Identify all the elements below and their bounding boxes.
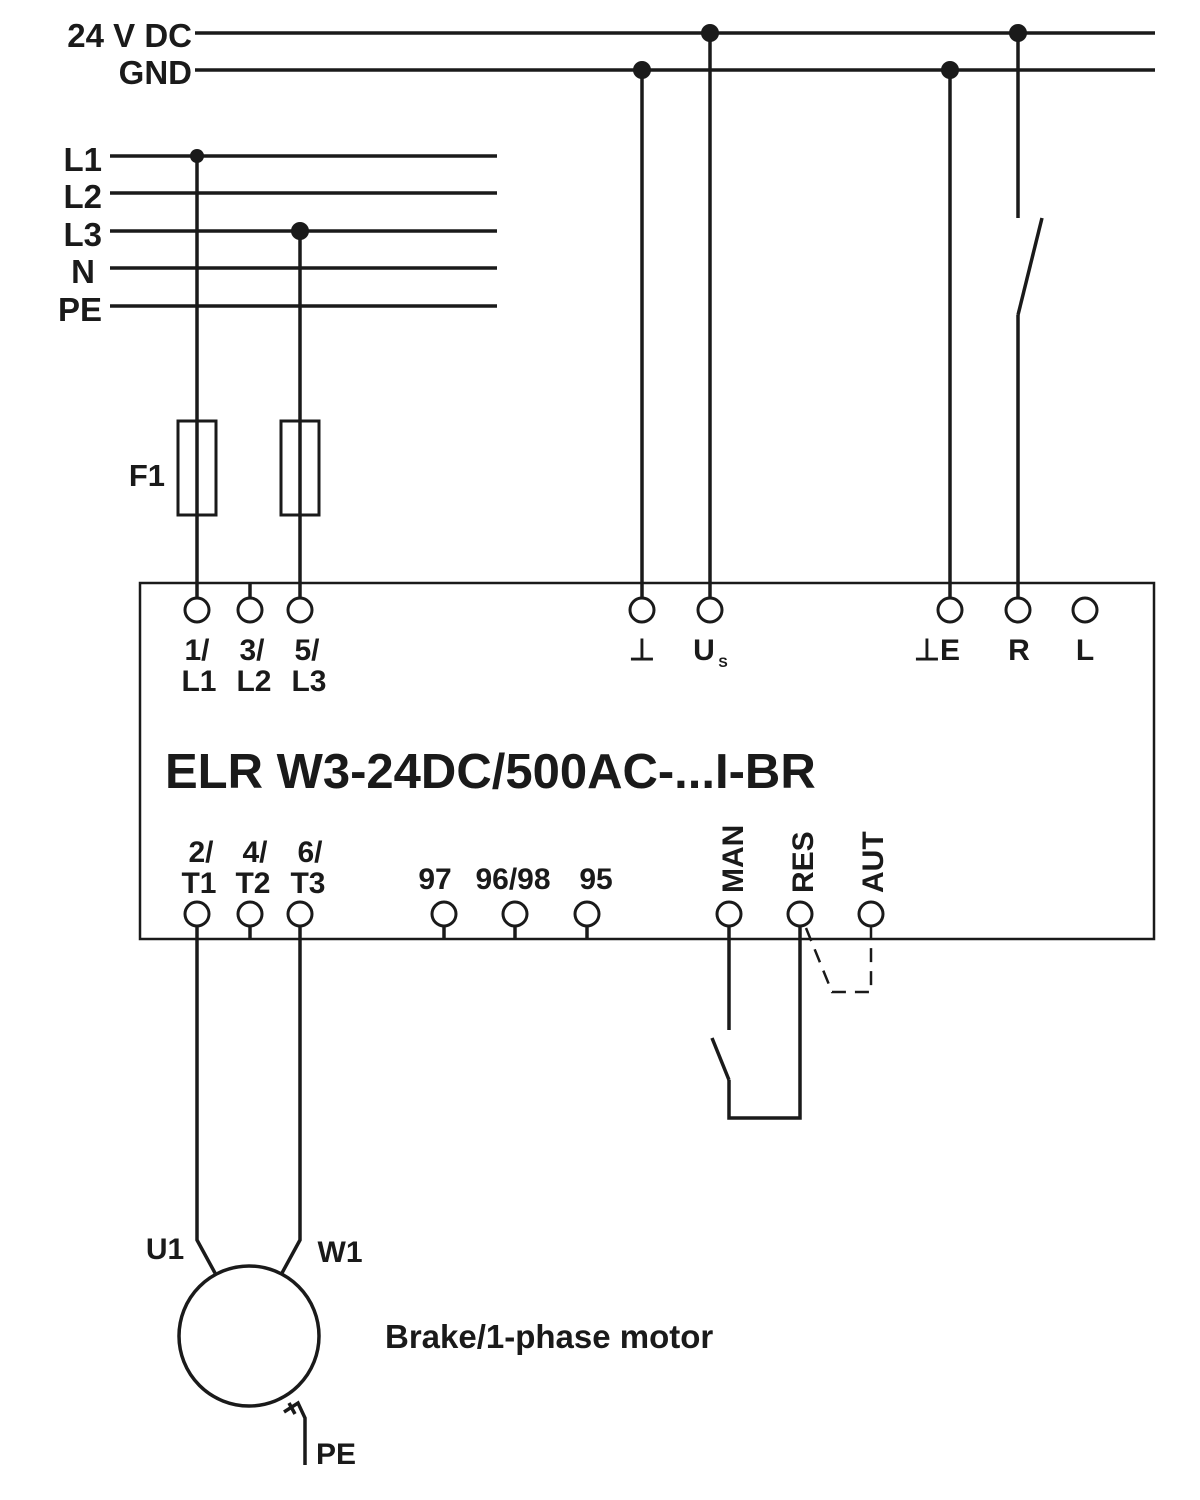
terminal-6-label-b: T3 xyxy=(290,867,325,900)
terminal-us xyxy=(696,596,724,624)
device-name: ELR W3-24DC/500AC-...I-BR xyxy=(165,745,816,799)
terminal-gnd xyxy=(628,596,656,624)
res-aut-jumper-dashed xyxy=(804,926,873,994)
terminal-gnd-label: ⊥ xyxy=(629,634,655,667)
terminal-5-l3 xyxy=(286,596,314,624)
terminal-man-label: MAN xyxy=(717,825,750,893)
terminal-5-label-a: 5/ xyxy=(294,634,320,667)
terminal-1-label-b: L1 xyxy=(181,665,216,698)
device-box xyxy=(138,581,1156,941)
mains-l1-label: L1 xyxy=(63,141,102,178)
motor-pe-label: PE xyxy=(316,1438,356,1471)
mains-pe-label: PE xyxy=(58,291,102,328)
terminal-us-subscript: S xyxy=(718,654,727,670)
terminal-r-label: R xyxy=(1008,634,1030,667)
man-reset-button-contact xyxy=(710,1037,731,1081)
terminal-l xyxy=(1071,596,1099,624)
terminal-6-label-a: 6/ xyxy=(297,836,323,869)
mains-n-label: N xyxy=(71,253,95,290)
motor-lead-w1 xyxy=(280,926,302,1274)
terminal-us-label: U xyxy=(693,634,715,667)
terminal-2-label-a: 2/ xyxy=(188,836,214,869)
terminal-r xyxy=(1004,596,1032,624)
terminal-res-label: RES xyxy=(787,831,820,893)
junction-gnd-2 xyxy=(941,61,959,79)
terminal-man xyxy=(715,900,743,928)
terminal-5-label-b: L3 xyxy=(291,665,326,698)
terminal-6-t3 xyxy=(286,900,314,928)
motor-symbol xyxy=(177,1264,321,1408)
switch-r-contact xyxy=(1016,217,1044,316)
terminal-aut xyxy=(857,900,885,928)
res-return-wire xyxy=(727,926,802,1120)
junction-l1 xyxy=(190,149,204,163)
terminal-4-t2 xyxy=(236,900,264,928)
terminal-3-label-b: L2 xyxy=(236,665,271,698)
motor-caption: Brake/1-phase motor xyxy=(385,1318,713,1355)
terminal-96-98 xyxy=(501,900,529,928)
terminal-1-l1 xyxy=(183,596,211,624)
fuse-label: F1 xyxy=(129,458,165,493)
motor-lead-u1 xyxy=(195,926,217,1274)
mains-l2-label: L2 xyxy=(63,178,102,215)
terminal-2-t1 xyxy=(183,900,211,928)
junction-l3 xyxy=(291,222,309,240)
terminal-96-98-label: 96/98 xyxy=(475,863,550,896)
terminal-3-label-a: 3/ xyxy=(239,634,265,667)
terminal-1-label-a: 1/ xyxy=(184,634,210,667)
terminal-95-label: 95 xyxy=(579,863,612,896)
terminal-res xyxy=(786,900,814,928)
terminal-4-label-b: T2 xyxy=(235,867,270,900)
terminal-97 xyxy=(430,900,458,928)
terminal-aut-label: AUT xyxy=(857,831,890,893)
terminal-2-label-b: T1 xyxy=(181,867,216,900)
terminal-95 xyxy=(573,900,601,928)
terminal-4-label-a: 4/ xyxy=(242,836,268,869)
terminal-gnd-e-label: ⊥E xyxy=(914,634,960,667)
junction-24v-1 xyxy=(701,24,719,42)
rail-gnd-label: GND xyxy=(119,54,192,91)
motor-w1-label: W1 xyxy=(318,1236,363,1269)
motor-pe-lead xyxy=(283,1400,307,1465)
motor-u1-label: U1 xyxy=(146,1233,184,1266)
terminal-97-label: 97 xyxy=(418,863,451,896)
junction-gnd-1 xyxy=(633,61,651,79)
terminal-3-l2 xyxy=(236,596,264,624)
rail-24vdc-label: 24 V DC xyxy=(67,17,192,54)
mains-l3-label: L3 xyxy=(63,216,102,253)
terminal-l-label: L xyxy=(1076,634,1094,667)
terminal-gnd-e xyxy=(936,596,964,624)
